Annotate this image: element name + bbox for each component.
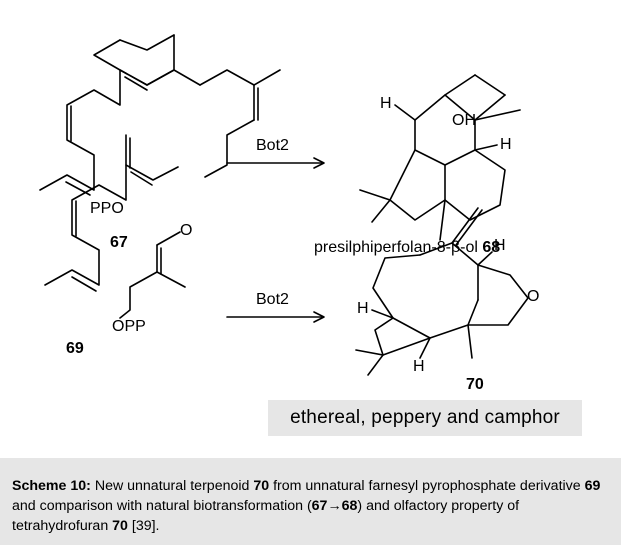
bond [173,69,201,86]
bond [451,207,479,244]
odor-description-box: ethereal, peppery and camphor [268,400,582,436]
bond [199,69,255,86]
caption-text-4: ) and olfactory property of tetrahydrofu… [12,498,520,534]
bond [39,34,175,191]
caption-text-3: and comparison with natural biotransform… [12,498,312,514]
caption-compound-69: 69 [584,478,601,494]
bond [392,299,479,339]
bond [355,349,384,356]
substrate-69-group-label: OPP [112,318,146,335]
bond [71,276,97,292]
bond [444,74,476,96]
bond [372,254,421,319]
product-68-h-right: H [500,136,512,153]
bond [119,34,175,51]
figure-caption: Scheme 10: New unnatural terpenoid 70 fr… [0,458,621,545]
bond [65,181,91,196]
bond [439,199,446,241]
bond [146,69,175,86]
bond [156,231,181,246]
caption-text-2: from unnatural farnesyl pyrophosphate de… [269,478,585,494]
bond [474,74,506,96]
bond [119,271,158,319]
bond [253,69,281,86]
bond [414,94,476,151]
bond [419,337,431,359]
bond [93,39,121,71]
bond [455,209,483,246]
product-70-h-bottom: H [413,358,425,375]
bond [130,171,153,186]
product-70-ring-o: O [527,288,540,305]
bond [467,264,529,326]
caption-label: Scheme 10: [12,478,91,494]
bond [414,119,476,166]
bond [204,119,255,178]
bond [374,317,431,356]
structure-67 [39,34,281,196]
enzyme-label-2: Bot2 [256,291,289,308]
bond [474,144,498,151]
bond [474,94,506,121]
bond [371,309,394,319]
product-68-oh: OH [452,112,476,129]
reaction-arrow-2 [226,311,325,323]
enzyme-label-1: Bot2 [256,137,289,154]
reaction-arrow-1 [226,157,325,169]
bond [477,251,493,266]
compound-number-68: 68 [482,239,501,256]
compound-number-69: 69 [66,340,84,357]
bond [444,149,506,221]
caption-compound-70-b: 70 [112,518,128,534]
structure-70 [355,207,529,376]
odor-description: ethereal, peppery and camphor [290,407,560,428]
bond [394,104,416,121]
caption-text-5: [39]. [127,518,160,534]
product-70-h-top: H [494,237,506,254]
structure-69 [44,134,186,319]
compound-number-67: 67 [110,234,128,251]
compound-number-70: 70 [466,376,484,393]
bond [389,149,446,221]
bond [367,354,384,376]
product-68-h-left: H [380,95,392,112]
caption-compound-70: 70 [253,478,270,494]
bond [467,324,473,359]
caption-compound-68: 68 [341,498,358,514]
bond [371,199,391,223]
bond [474,109,521,121]
substrate-67-group-label: PPO [90,200,124,217]
bond [419,242,479,301]
structure-68 [359,74,521,241]
bond [124,76,148,91]
bond [119,69,148,86]
bond [359,189,391,201]
substrate-69-ether-o: O [180,222,193,239]
product-68-caption: presilphiperfolan-8-β-ol 68 [314,239,500,257]
product-70-h-left: H [357,300,369,317]
caption-arrow: → [327,498,342,514]
caption-text-1: New unnatural terpenoid [90,478,254,494]
caption-compound-67: 67 [311,498,328,514]
bond [44,164,179,286]
product-68-name: presilphiperfolan-8-β-ol [314,239,478,256]
